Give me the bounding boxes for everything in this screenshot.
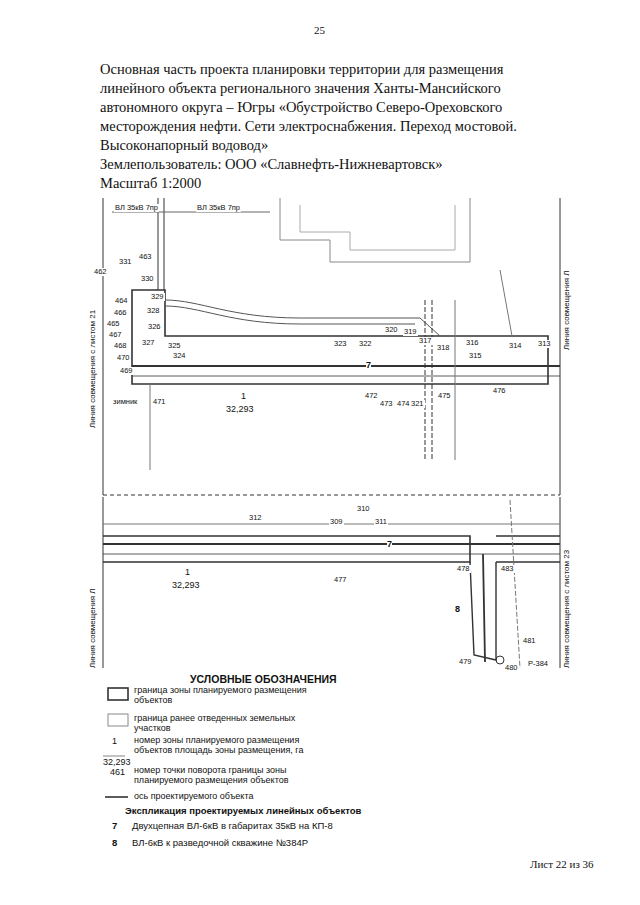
page-number: 25 [314, 24, 325, 36]
point-number: 325 [167, 342, 182, 350]
legend-text: номер точки поворота границы зоны планир… [134, 766, 324, 786]
legend-text: граница ранее отведенных земельных участ… [134, 714, 309, 734]
object-number: 8 [455, 605, 460, 615]
point-number: 327 [141, 339, 156, 347]
title: Основная часть проекта планировки террит… [100, 60, 570, 155]
line-label: ВЛ 35кВ 7пр [114, 204, 159, 212]
point-number: 474 [396, 400, 411, 408]
legend-text: граница зоны планируемого размещения объ… [134, 686, 309, 706]
point-number: 462 [93, 268, 108, 276]
point-number: 314 [508, 342, 523, 350]
point-number: 329 [150, 293, 165, 301]
zone-area: 32,293 [226, 405, 254, 415]
point-number: 318 [436, 344, 451, 352]
point-number: 310 [356, 505, 371, 513]
scale: Масштаб 1:2000 [100, 176, 201, 192]
explication-heading: Экспликация проектируемых линейных объек… [125, 806, 361, 816]
point-number: 471 [152, 398, 167, 406]
point-number: 467 [108, 331, 123, 339]
match-line: Линия совмещения с листом 21 [89, 310, 98, 428]
point-number: 480 [504, 664, 519, 672]
point-number: 328 [146, 307, 161, 315]
point-number: 324 [172, 352, 187, 360]
point-number: 317 [418, 337, 433, 345]
point-number: 309 [329, 518, 344, 526]
zone-number: 1 [241, 392, 246, 402]
zone-number: 1 [185, 568, 190, 578]
legend-sample: 461 [110, 768, 125, 778]
point-number: 316 [465, 339, 480, 347]
point-number: 321 [410, 400, 425, 408]
legend-heading: УСЛОВНЫЕ ОБОЗНАЧЕНИЯ [190, 674, 337, 686]
point-number: 477 [333, 576, 348, 584]
point-number: 313 [537, 340, 552, 348]
point-number: 331 [118, 258, 133, 266]
point-number: 319 [403, 328, 418, 336]
legend-text: ось проектируемого объекта [134, 792, 324, 802]
point-number: 472 [364, 392, 379, 400]
object-number: 7 [387, 540, 392, 550]
map-note: зимник [112, 398, 138, 406]
point-number: 330 [140, 275, 155, 283]
point-number: 475 [437, 392, 452, 400]
point-number: 476 [492, 387, 507, 395]
point-number: 315 [468, 352, 483, 360]
point-number: 326 [147, 323, 162, 331]
match-line: Линия совмещения с листом 23 [563, 550, 572, 668]
object-number: 7 [366, 361, 371, 371]
well-label: Р-384 [527, 660, 549, 668]
point-number: 311 [374, 518, 388, 526]
match-line: Линия совмещения Л [563, 271, 572, 350]
point-number: 323 [333, 340, 348, 348]
point-number: 478 [456, 565, 471, 573]
point-number: 464 [114, 297, 129, 305]
point-number: 463 [138, 253, 153, 261]
explication-number: 8 [112, 838, 117, 848]
sheet-number: Лист 22 из 36 [530, 858, 594, 870]
point-number: 481 [522, 637, 537, 645]
point-number: 320 [384, 326, 399, 334]
point-number: 479 [458, 658, 473, 666]
legend-sample: 1 [112, 737, 117, 747]
point-number: 473 [379, 400, 394, 408]
line-label: ВЛ 35кВ 7пр [196, 204, 241, 212]
legend-sample: 32,293 [103, 758, 131, 768]
legend-text: номер зоны планируемого размещения объек… [134, 736, 324, 756]
point-number: 469 [119, 367, 134, 375]
point-number: 466 [113, 309, 128, 317]
point-number: 483 [500, 565, 515, 573]
point-number: 312 [248, 514, 263, 522]
explication-text: ВЛ-6кВ к разведочной скважине №384Р [132, 838, 308, 848]
point-number: 465 [106, 320, 121, 328]
point-number: 322 [358, 340, 373, 348]
explication-text: Двухцепная ВЛ-6кВ в габаритах 35кВ на КП… [132, 821, 333, 831]
land-user: Землепользователь: ООО «Славнефть-Нижнев… [100, 157, 443, 173]
point-number: 468 [113, 342, 128, 350]
zone-area: 32,293 [172, 581, 200, 591]
match-line: Линия совмещения Л [89, 589, 98, 668]
point-number: 470 [116, 354, 131, 362]
explication-number: 7 [112, 821, 117, 831]
